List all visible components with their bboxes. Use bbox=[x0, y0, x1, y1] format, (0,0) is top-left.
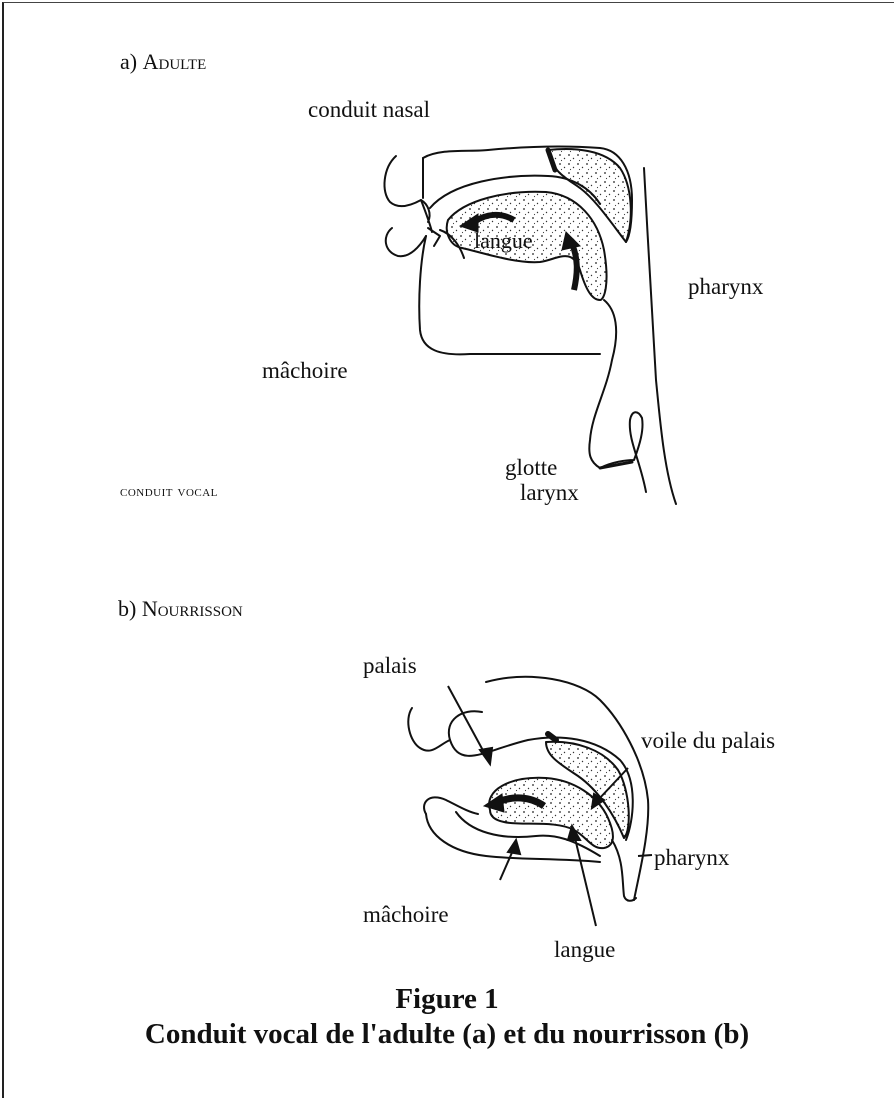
label-pharynx-infant: pharynx bbox=[654, 846, 729, 869]
palate-leader bbox=[448, 686, 486, 756]
adult-pharynx-front bbox=[589, 300, 616, 468]
label-langue-adult: langue bbox=[474, 230, 533, 252]
section-a-prefix: a) bbox=[120, 49, 143, 74]
label-voile-du-palais: voile du palais bbox=[641, 729, 775, 752]
section-b-prefix: b) bbox=[118, 596, 142, 621]
section-b-heading: b) Nourrisson bbox=[118, 598, 243, 620]
infant-lower-lip bbox=[424, 797, 478, 814]
adult-tongue-arrow-back bbox=[572, 244, 577, 290]
adult-nose-outline bbox=[384, 156, 432, 232]
infant-palate-knot bbox=[548, 734, 556, 740]
infant-pharynx bbox=[612, 840, 636, 901]
label-machoire-infant: mâchoire bbox=[363, 903, 449, 926]
label-palais: palais bbox=[363, 654, 417, 677]
infant-upper-lip bbox=[449, 711, 482, 740]
label-langue-infant: langue bbox=[554, 938, 615, 961]
label-conduit-nasal: conduit nasal bbox=[308, 98, 430, 121]
infant-nose bbox=[408, 708, 450, 751]
section-a-title: Adulte bbox=[143, 49, 207, 74]
infant-vocal-tract-drawing bbox=[408, 677, 648, 901]
label-pharynx-adult: pharynx bbox=[688, 275, 763, 298]
pharynx-leader bbox=[638, 855, 652, 856]
label-conduit-vocal: conduit vocal bbox=[120, 484, 218, 500]
adult-lower-teeth bbox=[428, 228, 440, 246]
label-glotte: glotte bbox=[505, 456, 557, 479]
adult-larynx bbox=[600, 412, 646, 492]
label-machoire-adult: mâchoire bbox=[262, 359, 348, 382]
section-a-heading: a) Adulte bbox=[120, 51, 206, 73]
figure-number: Figure 1 bbox=[0, 985, 894, 1014]
adult-vocal-tract-drawing bbox=[384, 147, 676, 504]
label-larynx: larynx bbox=[520, 481, 579, 504]
adult-pharynx-back bbox=[644, 168, 676, 504]
section-b-title: Nourrisson bbox=[142, 596, 243, 621]
adult-lower-lip bbox=[386, 228, 426, 256]
figure-title: Conduit vocal de l'adulte (a) et du nour… bbox=[0, 1020, 894, 1049]
